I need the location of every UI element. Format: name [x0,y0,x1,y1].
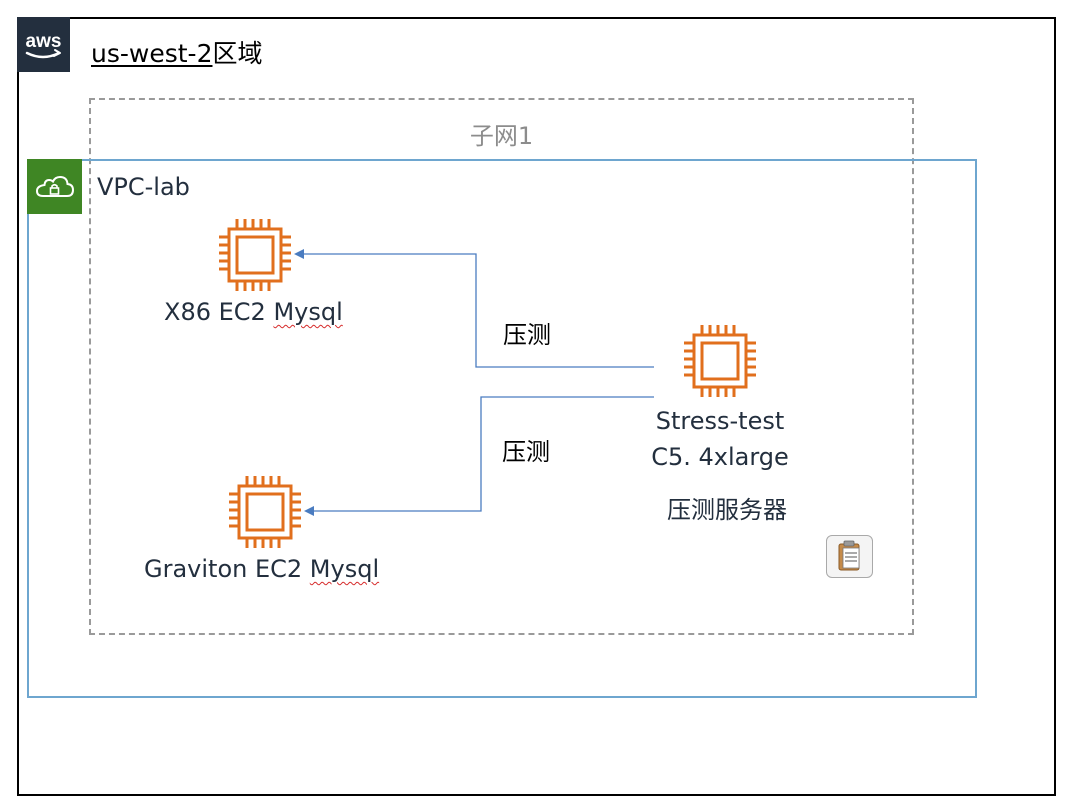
region-name: us-west-2 [91,39,213,68]
edge-label-to-graviton: 压测 [502,438,550,466]
aws-logo-text: aws [26,31,62,52]
subnet-label: 子网1 [469,122,534,150]
cloud-lock-icon [27,159,82,214]
vpc-boundary [27,159,977,698]
ec2-chip-icon [215,215,295,295]
graviton-ec2-label: Graviton EC2 Mysql [144,555,379,583]
stress-test-instance-type: C5. 4xlarge [651,443,789,471]
clipboard-icon[interactable] [826,535,873,578]
x86-ec2-label-mysql: Mysql [273,298,343,326]
aws-logo-icon: aws [17,17,70,72]
x86-ec2-label-prefix: X86 EC2 [164,298,274,326]
region-suffix: 区域 [212,39,263,68]
region-label: us-west-2区域 [91,34,263,70]
stress-test-role: 压测服务器 [667,496,787,524]
ec2-chip-icon [225,472,305,552]
subnet-boundary [89,98,914,635]
ec2-chip-icon [680,321,760,401]
vpc-label: VPC-lab [97,173,190,201]
graviton-ec2-label-mysql: Mysql [309,555,380,583]
graviton-ec2-label-prefix: Graviton EC2 [144,555,310,583]
edge-label-to-x86: 压测 [503,321,551,349]
region-frame [17,17,1056,796]
stress-test-label: Stress-test [655,407,785,435]
x86-ec2-label: X86 EC2 Mysql [164,298,343,326]
